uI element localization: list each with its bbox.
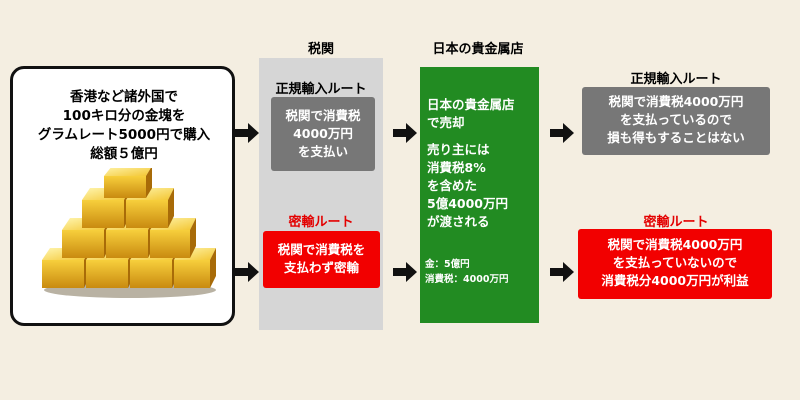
- dealer-header: 日本の貴金属店: [432, 42, 524, 57]
- result-line: 税関で消費税4000万円: [607, 237, 743, 252]
- result-line: 消費税分4000万円が利益: [601, 273, 749, 288]
- dealer-line: 売り主には: [427, 142, 490, 157]
- dealer-breakdown: 金：5億円 消費税：4000万円: [425, 257, 508, 287]
- dealer-column: [420, 67, 539, 323]
- dealer-sale-text: 日本の貴金属店 で売却: [427, 96, 515, 132]
- box-line: 支払わず密輸: [283, 260, 359, 275]
- dealer-line: を含めた: [427, 178, 478, 193]
- source-line: 100キロ分の金塊を: [62, 108, 186, 124]
- result-line: を支払っていないので: [612, 255, 738, 270]
- arrow-right-icon: [550, 262, 574, 282]
- regular-route-label: 正規輸入ルート: [275, 82, 367, 97]
- arrow-right-icon: [393, 262, 417, 282]
- dealer-payment-text: 売り主には 消費税8% を含めた 5億4000万円 が渡される: [427, 141, 508, 231]
- arrow-right-icon: [235, 123, 259, 143]
- box-line: 税関で消費税を: [277, 242, 366, 257]
- source-line: グラムレート5000円で購入: [37, 127, 211, 143]
- box-line: 税関で消費税: [285, 108, 361, 123]
- box-line: を支払い: [297, 144, 348, 159]
- dealer-line: が渡される: [427, 214, 490, 229]
- result-line: 税関で消費税4000万円: [608, 94, 744, 109]
- dealer-detail-line: 消費税：4000万円: [425, 274, 509, 285]
- smuggle-route-label: 密輸ルート: [288, 215, 354, 230]
- result-line: を支払っているので: [620, 112, 732, 127]
- result-smuggle-box: 税関で消費税4000万円 を支払っていないので 消費税分4000万円が利益: [578, 229, 772, 299]
- dealer-detail-line: 金：5億円: [425, 259, 470, 270]
- result-smuggle-label: 密輸ルート: [643, 215, 709, 230]
- source-line: 総額５億円: [90, 146, 158, 162]
- dealer-line: で売却: [427, 115, 465, 130]
- dealer-line: 5億4000万円: [427, 196, 508, 211]
- arrow-right-icon: [550, 123, 574, 143]
- result-regular-label: 正規輸入ルート: [630, 72, 722, 87]
- customs-smuggle-box: 税関で消費税を 支払わず密輸: [263, 231, 380, 288]
- source-line: 香港など諸外国で: [70, 89, 178, 105]
- result-regular-box: 税関で消費税4000万円 を支払っているので 損も得もすることはない: [582, 87, 770, 155]
- result-line: 損も得もすることはない: [607, 130, 745, 145]
- box-line: 4000万円: [293, 126, 353, 141]
- arrow-right-icon: [235, 262, 259, 282]
- dealer-line: 日本の貴金属店: [427, 97, 515, 112]
- customs-regular-box: 税関で消費税 4000万円 を支払い: [271, 97, 375, 171]
- gold-bars-illustration: [42, 168, 216, 298]
- customs-header: 税関: [307, 42, 334, 57]
- arrow-right-icon: [393, 123, 417, 143]
- source-description: 香港など諸外国で 100キロ分の金塊を グラムレート5000円で購入 総額５億円: [14, 88, 234, 164]
- dealer-line: 消費税8%: [427, 160, 486, 175]
